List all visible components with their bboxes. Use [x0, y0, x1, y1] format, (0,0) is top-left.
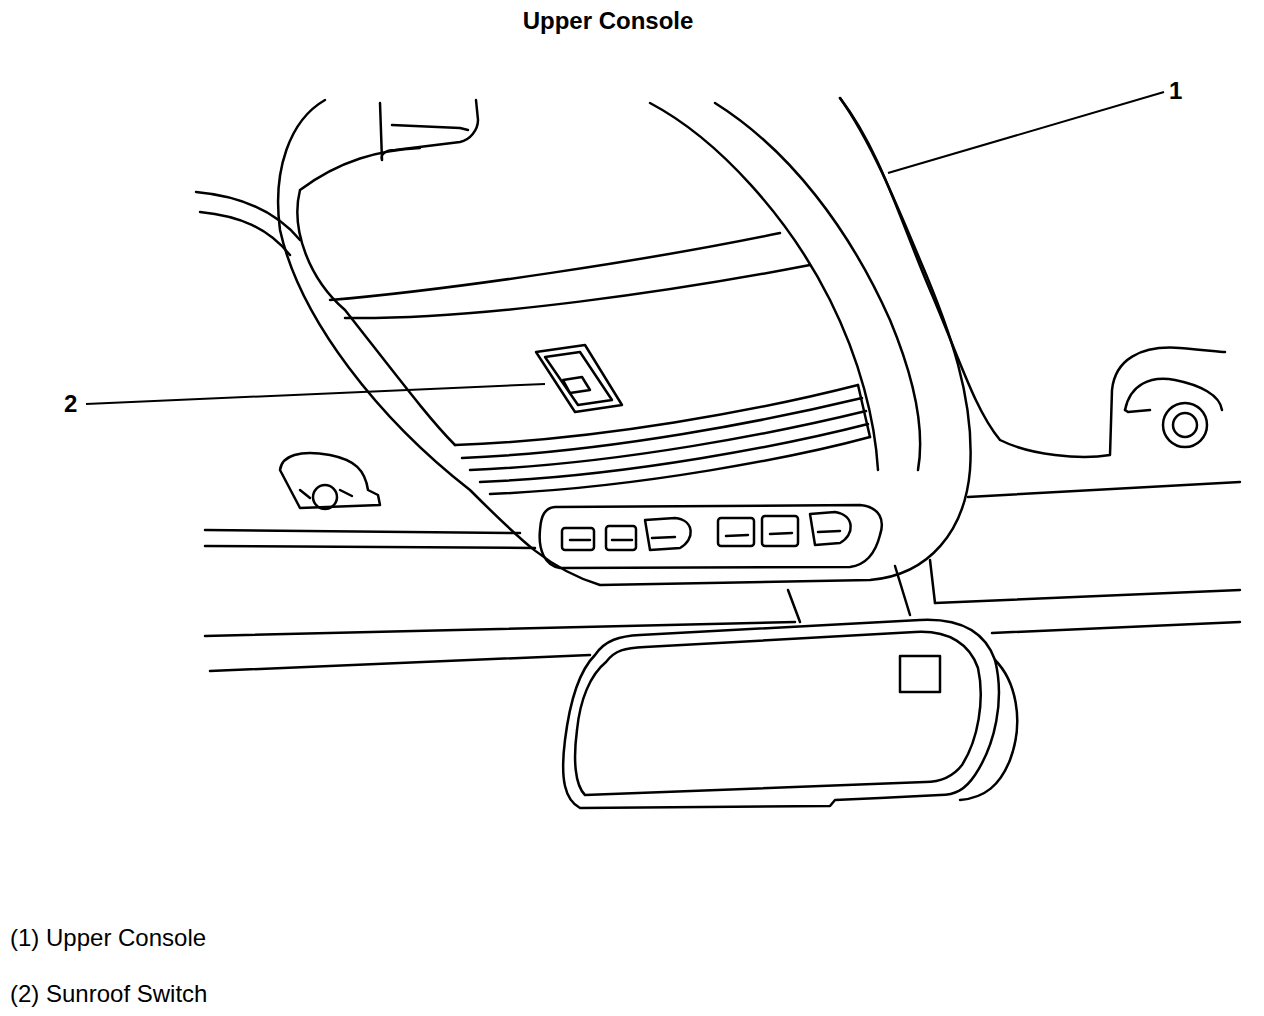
headliner-line [992, 622, 1240, 633]
visor-clip-hole [1173, 413, 1197, 437]
vent-slat [470, 411, 866, 470]
mirror-sensor [900, 656, 940, 692]
headliner-line [205, 546, 535, 548]
diagram-title: Upper Console [523, 8, 694, 34]
headliner-line [968, 482, 1240, 497]
part-key: (2) Sunroof Switch [10, 981, 207, 1007]
console-button [762, 516, 798, 546]
headliner-line [196, 192, 300, 240]
callout-number: 2 [64, 391, 77, 417]
console-button [718, 518, 754, 546]
button-mark [570, 531, 840, 540]
part-key: (1) Upper Console [10, 925, 206, 951]
vent-slat [462, 398, 862, 458]
mirror-stem [788, 560, 935, 622]
button-panel [540, 505, 882, 568]
headliner-line [210, 655, 590, 671]
visor-clip [280, 453, 380, 508]
vent-slat [480, 424, 868, 482]
rearview-mirror [563, 620, 999, 808]
console-inner-line [345, 265, 810, 318]
vent-slat [490, 437, 870, 494]
vent-slat [455, 385, 858, 445]
console-button [645, 518, 691, 550]
leader-line [86, 384, 545, 404]
console-inner-line [715, 103, 920, 470]
console-outline [278, 98, 971, 585]
sunroof-switch [545, 352, 612, 405]
headliner-line [935, 590, 1240, 603]
vent-slat [858, 385, 870, 437]
console-shoulder [840, 98, 1225, 457]
mirror-glass [575, 632, 981, 795]
leader-line [888, 92, 1164, 173]
visor-clip-hole [313, 485, 337, 509]
console-button [810, 512, 851, 545]
mirror-back [960, 660, 1017, 800]
callout-number: 1 [1169, 78, 1182, 104]
headliner-line [205, 530, 520, 533]
visor-clip-hole [1163, 403, 1207, 447]
visor-clip [1125, 410, 1150, 412]
headliner-line [205, 622, 795, 636]
console-inner-line [330, 233, 780, 300]
console-button [606, 526, 636, 550]
headliner-line [200, 212, 290, 255]
visor-clip [300, 490, 352, 498]
sunroof-switch [536, 345, 622, 412]
sunroof-switch [563, 377, 590, 393]
